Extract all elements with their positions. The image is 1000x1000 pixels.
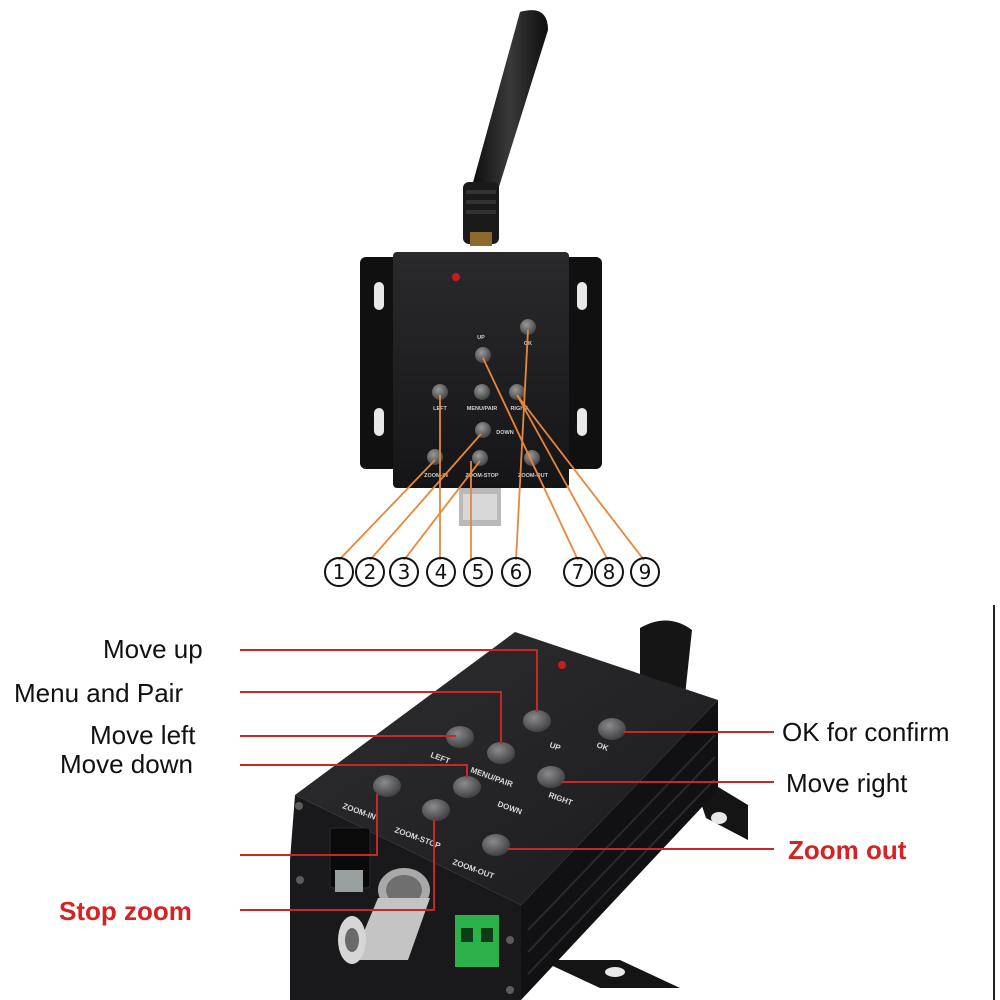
label-zoomin-top: ZOOM-IN [424, 473, 448, 479]
btn-zoomout-bottom [482, 834, 510, 856]
bnc-connector-angled [338, 868, 430, 964]
btn-left-bottom [446, 726, 474, 748]
callout-move-left: Move left [90, 720, 196, 750]
device-angled-view: UP OK LEFT MENU/PAIR RIGHT DOWN ZOOM-IN … [240, 605, 995, 1000]
callout-number-8: 8 [594, 557, 624, 587]
callout-number-5: 5 [463, 557, 493, 587]
label-right-top: RIGHT [510, 406, 528, 412]
btn-right-top [509, 384, 525, 400]
callout-number-6: 6 [501, 557, 531, 587]
btn-down-bottom [453, 776, 481, 798]
label-up-bottom: UP [548, 740, 562, 752]
callout-ok-for-confirm: OK for confirm [782, 717, 950, 747]
callout-move-right: Move right [786, 768, 908, 798]
label-down-top: DOWN [496, 430, 513, 436]
btn-ok-top [520, 319, 536, 335]
callout-menu-and-pair: Menu and Pair [14, 678, 184, 708]
callout-number-9: 9 [630, 557, 660, 587]
btn-up-bottom [523, 710, 551, 732]
label-zoomout-top: ZOOM-OUT [518, 473, 549, 479]
antenna [472, 10, 548, 191]
btn-menu-top [474, 384, 490, 400]
leader-lines-top [338, 329, 645, 561]
label-zoomstop-top: ZOOM-STOP [465, 473, 499, 479]
btn-zoomin-bottom [373, 775, 401, 797]
callout-number-2: 2 [355, 557, 385, 587]
device-body [393, 252, 569, 488]
btn-zoomin-top [427, 449, 443, 465]
callout-number-1: 1 [324, 557, 354, 587]
status-led [452, 273, 460, 281]
btn-left-top [432, 384, 448, 400]
callout-zoom-out: Zoom out [788, 835, 907, 865]
callout-move-up: Move up [103, 634, 203, 664]
label-up-top: UP [477, 335, 485, 341]
callout-stop-zoom: Stop zoom [59, 896, 192, 926]
device-top-view: UP OK LEFT MENU/PAIR RIGHT DOWN ZOOM-IN … [338, 10, 645, 561]
callout-number-3: 3 [389, 557, 419, 587]
label-menu-top: MENU/PAIR [467, 406, 497, 412]
btn-ok-bottom [598, 718, 626, 740]
btn-down-top [475, 422, 491, 438]
btn-zoomstop-bottom [422, 799, 450, 821]
btn-zoomstop-top [472, 450, 488, 466]
buttons-bottom [373, 710, 626, 856]
btn-right-bottom [537, 766, 565, 788]
callout-number-7: 7 [563, 557, 593, 587]
leader-lines-bottom [240, 649, 774, 911]
label-ok-bottom: OK [595, 740, 610, 753]
btn-menu-bottom [487, 742, 515, 764]
btn-up-top [475, 347, 491, 363]
device-top-face [295, 632, 718, 905]
callout-number-4: 4 [426, 557, 456, 587]
status-led-angled [558, 661, 566, 669]
callout-move-down: Move down [60, 749, 193, 779]
